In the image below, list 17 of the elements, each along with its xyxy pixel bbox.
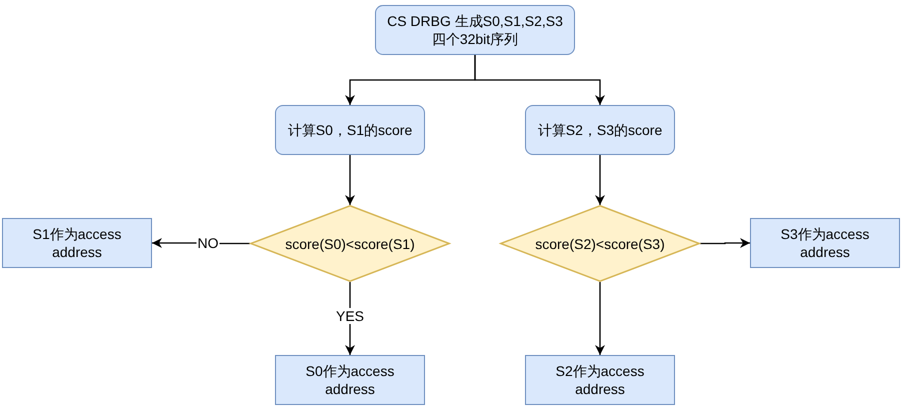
arrow: [595, 155, 605, 205]
edge-label: YES: [335, 308, 365, 324]
result-box: S1作为access address: [2, 218, 152, 268]
arrow: [700, 238, 750, 248]
arrow: [345, 155, 355, 205]
arrow: [474, 55, 605, 105]
process-box: 计算S2，S3的score: [525, 105, 675, 155]
process-box: CS DRBG 生成S0,S1,S2,S3 四个32bit序列: [375, 5, 575, 55]
decision-diamond: score(S0)<score(S1): [250, 205, 450, 282]
result-box: S0作为access address: [275, 355, 425, 405]
process-box: 计算S0，S1的score: [275, 105, 425, 155]
arrow: [595, 282, 605, 355]
arrow: [152, 238, 250, 248]
edge-label: NO: [196, 235, 220, 252]
result-box: S2作为access address: [525, 355, 675, 405]
decision-diamond: score(S2)<score(S3): [500, 205, 700, 282]
result-box: S3作为access address: [750, 218, 900, 268]
